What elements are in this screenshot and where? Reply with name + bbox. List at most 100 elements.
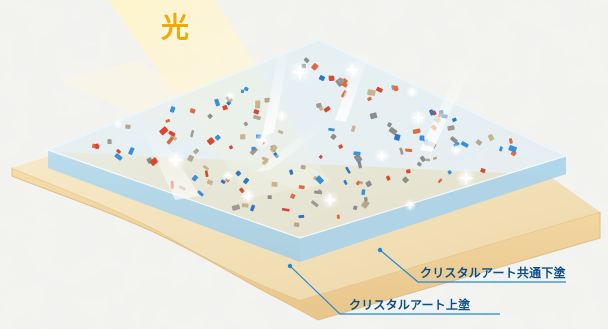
aggregate-chip xyxy=(243,86,249,92)
top-coat-label: クリスタルアート上塗 xyxy=(349,298,471,312)
leader-dot-base-coat xyxy=(377,247,383,253)
aggregate-chip xyxy=(149,157,159,166)
base-coat-label: クリスタルアート共通下塗 xyxy=(420,266,566,280)
aggregate-chip xyxy=(207,113,213,119)
aggregate-chip xyxy=(328,75,335,82)
aggregate-chip xyxy=(402,176,409,184)
aggregate-chip xyxy=(335,79,343,87)
aggregate-chip xyxy=(189,108,196,114)
aggregate-chip xyxy=(253,114,261,121)
aggregate-chip xyxy=(214,98,221,107)
aggregate-chip xyxy=(480,168,486,174)
aggregate-chip xyxy=(267,195,272,200)
aggregate-chip xyxy=(300,164,306,170)
sparkle-icon xyxy=(242,190,254,202)
aggregate-chip xyxy=(350,125,356,132)
aggregate-chip xyxy=(357,161,362,169)
aggregate-chip xyxy=(214,134,221,141)
aggregate-chip xyxy=(359,181,363,185)
sparkle-icon xyxy=(411,111,425,125)
aggregate-chip xyxy=(249,146,258,156)
aggregate-chip xyxy=(447,170,452,175)
aggregate-chip xyxy=(508,145,518,153)
aggregate-chip xyxy=(499,146,503,152)
aggregate-chip xyxy=(166,136,174,145)
aggregate-chip xyxy=(355,180,361,186)
aggregate-chip xyxy=(168,130,176,137)
sparkle-icon xyxy=(376,150,388,162)
aggregate-chip xyxy=(125,124,131,130)
aggregate-chip xyxy=(425,158,431,162)
sparkles xyxy=(112,60,477,212)
sparkle-icon xyxy=(291,63,309,81)
aggregate-chip xyxy=(116,149,121,154)
aggregate-chip xyxy=(251,146,256,151)
aggregate-chip xyxy=(261,156,269,162)
aggregate-chip xyxy=(281,208,290,212)
sparkle-icon xyxy=(223,171,233,181)
aggregate-chip xyxy=(255,100,261,109)
sparkle-icon xyxy=(277,111,287,121)
sparkle-icon xyxy=(168,152,184,168)
aggregate-chip xyxy=(393,133,401,141)
aggregate-chip xyxy=(311,63,319,71)
sparkle-icon xyxy=(256,134,268,146)
aggregate-chip xyxy=(318,154,323,159)
aggregate-chip xyxy=(367,89,376,96)
aggregate-chip xyxy=(316,102,322,108)
aggregate-chip xyxy=(277,129,284,135)
leader-line-base-coat xyxy=(379,249,566,283)
aggregate-chip xyxy=(190,130,195,138)
aggregate-chip xyxy=(336,214,340,219)
aggregate-chip xyxy=(229,145,233,150)
aggregate-chip xyxy=(311,200,319,208)
sparkle-icon xyxy=(458,170,474,186)
aggregate-chip xyxy=(240,89,245,94)
aggregate-chip xyxy=(412,128,421,134)
aggregate-chip xyxy=(206,179,214,186)
aggregate-chip xyxy=(361,199,370,209)
aggregate-chip xyxy=(429,109,435,116)
reflected-ray xyxy=(335,50,370,122)
aggregate-chip xyxy=(253,109,260,115)
sparkle-icon xyxy=(114,120,122,128)
aggregate-chip xyxy=(269,144,278,153)
aggregate-chip xyxy=(249,204,256,212)
reflected-ray xyxy=(262,44,290,138)
aggregate-chip xyxy=(235,170,242,177)
aggregate-chip xyxy=(393,85,399,92)
aggregate-chip xyxy=(387,122,392,128)
aggregate-chip xyxy=(419,135,425,141)
aggregate-chip xyxy=(352,205,358,211)
aggregate-chip xyxy=(94,143,100,149)
top-coat-side-front xyxy=(48,150,300,262)
aggregate-chip xyxy=(361,189,366,196)
aggregate-chip xyxy=(475,139,483,146)
aggregate-chip xyxy=(388,127,398,135)
aggregate-chip xyxy=(107,139,112,145)
base-coat-side xyxy=(11,167,601,321)
top-coat-side-right xyxy=(300,156,566,262)
aggregate-chip xyxy=(343,179,348,185)
aggregate-chip xyxy=(367,96,372,102)
aggregate-chip xyxy=(271,181,278,187)
aggregate-chip xyxy=(419,155,426,162)
aggregate-chip xyxy=(202,165,209,171)
aggregate-chip xyxy=(447,125,455,131)
aggregate-chips xyxy=(91,57,518,228)
aggregate-chip xyxy=(337,77,345,85)
aggregate-chip xyxy=(508,138,513,144)
aggregate-chip xyxy=(376,86,383,93)
sparkle-icon xyxy=(226,92,234,100)
sparkle-icon xyxy=(405,200,415,210)
reflected-ray xyxy=(420,66,470,152)
aggregate-chip xyxy=(385,175,391,181)
aggregate-chip xyxy=(114,153,123,161)
aggregate-chip xyxy=(204,170,209,178)
top-coat-edge-highlight xyxy=(47,39,567,157)
aggregate-chip xyxy=(369,112,378,120)
aggregate-chip xyxy=(290,193,296,199)
aggregate-chip xyxy=(432,156,438,160)
aggregate-chip xyxy=(128,147,135,155)
